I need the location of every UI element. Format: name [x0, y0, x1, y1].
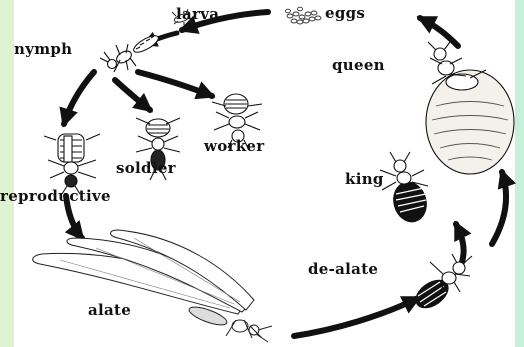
eggs-icon	[286, 7, 322, 24]
larva-label: larva	[176, 7, 219, 22]
eggs-label: eggs	[325, 6, 365, 21]
nymph-icon	[100, 33, 161, 72]
right-green-stripe	[515, 0, 524, 347]
alate-icon	[33, 230, 272, 342]
de-alate-label: de-alate	[308, 262, 378, 277]
nymph-label: nymph	[14, 42, 72, 57]
reproductive-icon	[44, 134, 100, 194]
nymph-to-worker-arrow	[138, 72, 212, 96]
king-label: king	[345, 172, 384, 187]
queen-label: queen	[332, 58, 385, 73]
king-icon	[380, 152, 431, 225]
queen-icon	[426, 42, 514, 174]
nymph-to-reproductive-arrow	[64, 72, 94, 124]
dealate-to-king-arrow	[456, 224, 464, 262]
soldier-label: soldier	[116, 161, 176, 176]
reproductive-label: reproductive	[0, 189, 111, 204]
worker-label: worker	[204, 139, 264, 154]
dealate-to-queen-arrow	[492, 172, 506, 244]
nymph-to-soldier-arrow	[115, 80, 150, 110]
queen-to-eggs-arrow	[420, 18, 458, 46]
de-alate-icon	[411, 254, 472, 313]
alate-label: alate	[88, 303, 131, 318]
alate-to-dealate-arrow	[294, 298, 418, 336]
